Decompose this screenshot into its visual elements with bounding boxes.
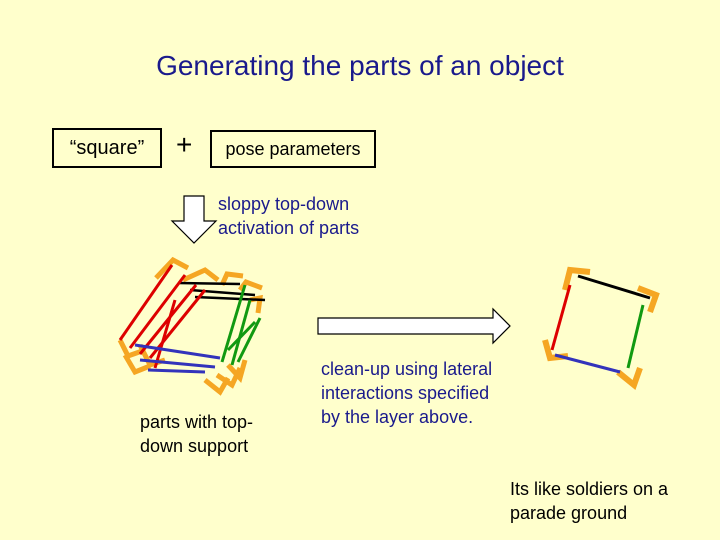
- sloppy-parts-group: [117, 256, 266, 396]
- clean-square-group: [542, 266, 660, 391]
- sloppy-corner-pieces: [117, 256, 263, 396]
- sloppy-left-edges: [118, 264, 207, 369]
- sloppy-right-edges: [220, 284, 262, 366]
- slide-title: Generating the parts of an object: [156, 50, 564, 81]
- concept-box: “square”: [52, 128, 162, 168]
- cleanup-label: clean-up using lateral interactions spec…: [321, 359, 493, 427]
- pose-parameters-box: pose parameters: [210, 130, 376, 168]
- clean-left-edge: [550, 284, 572, 351]
- topdown-support-label: parts with top- down support: [140, 412, 254, 456]
- sloppy-bottom-edges: [134, 343, 221, 374]
- right-arrow: [317, 307, 511, 345]
- plus-sign: +: [176, 129, 193, 160]
- clean-bottom-edge: [554, 353, 621, 374]
- sloppy-top-edges: [177, 281, 266, 302]
- clean-right-edge: [626, 304, 645, 369]
- clean-top-edge: [577, 274, 651, 300]
- soldiers-analogy-label: Its like soldiers on a parade ground: [510, 479, 669, 523]
- topdown-activation-label: sloppy top-down activation of parts: [218, 194, 360, 238]
- down-arrow: [170, 195, 218, 244]
